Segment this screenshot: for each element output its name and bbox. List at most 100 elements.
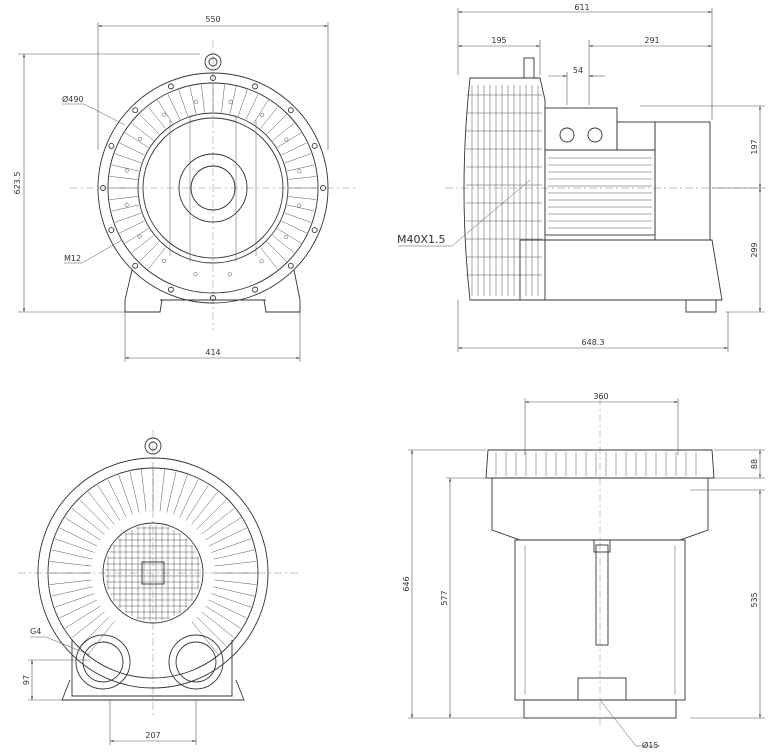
drawing-line: [59, 599, 98, 619]
drawing-line: [87, 491, 115, 525]
drawing-line: [288, 176, 317, 180]
bolt-hole: [284, 137, 289, 142]
drawing-line: [64, 517, 101, 541]
side-view: 611 195 291 54 197 299 648.3 M40X1.5: [397, 3, 765, 352]
bolt-hole: [132, 107, 139, 114]
drawing-line: [87, 621, 115, 655]
dim-width-top: 550: [205, 15, 220, 24]
drawing-line: [79, 499, 110, 530]
bolt-hole: [297, 169, 302, 174]
bolt-hole: [260, 112, 265, 118]
drawing-line: [208, 527, 247, 547]
drawing-line: [196, 616, 227, 647]
drawing-line: [54, 538, 95, 553]
drawing-line: [211, 593, 252, 608]
section-view: 360 88 535 646 577 Ø15: [402, 392, 765, 750]
drawing-line: [211, 538, 252, 553]
bolt-hole: [259, 259, 264, 264]
bolt-hole: [193, 272, 198, 277]
fan-grille: [105, 525, 201, 621]
drawing-line: [201, 507, 235, 535]
drawing-line: [214, 561, 257, 567]
bolt-hole: [228, 99, 233, 104]
bolt-hole: [252, 286, 259, 293]
bolt-hole: [297, 203, 302, 208]
drawing-line: [179, 479, 199, 518]
drawing-line: [59, 527, 98, 547]
drawing-line: [277, 228, 302, 244]
bolt-hole: [161, 258, 166, 264]
drawing-line: [159, 469, 165, 512]
drawing-line: [281, 142, 307, 156]
drawing-line: [266, 241, 287, 262]
drawing-line: [141, 469, 147, 512]
drawing-line: [196, 499, 227, 530]
cooling-fins: [109, 84, 317, 270]
dim-rear-bottom: 207: [145, 731, 160, 740]
drawing-line: [166, 471, 177, 513]
drawing-line: [109, 196, 138, 200]
drawing-line: [281, 220, 307, 234]
dim-section-top: 360: [593, 392, 608, 401]
label-thread: M12: [64, 254, 81, 263]
drawing-line: [51, 586, 93, 597]
dim-base-width: 414: [205, 348, 220, 357]
drawing-line: [157, 99, 173, 124]
bolt-hole: [137, 136, 143, 141]
drawing-line: [191, 621, 219, 655]
drawing-line: [229, 86, 237, 114]
drawing-line: [213, 549, 255, 560]
drawing-line: [237, 89, 248, 117]
drawing-line: [221, 84, 225, 113]
bolt-hole: [124, 168, 129, 173]
drawing-line: [64, 605, 101, 629]
drawing-line: [287, 164, 315, 172]
dim-small-top: 54: [573, 66, 583, 75]
drawing-line: [260, 106, 279, 129]
bolt-hole: [108, 142, 115, 149]
drawing-line: [260, 247, 279, 270]
drawing-line: [284, 153, 312, 164]
drawing-line: [109, 176, 138, 180]
motor-fins: [548, 157, 652, 229]
bolt-hole: [283, 235, 289, 240]
label-diameter: Ø490: [62, 94, 84, 104]
drawing-line: [114, 153, 142, 164]
bolt-hole: [194, 99, 199, 104]
drawing-line: [272, 235, 295, 254]
drawing-line: [253, 99, 269, 124]
drawing-line: [118, 474, 133, 515]
dim-right-top: 291: [644, 36, 659, 45]
drawing-line: [124, 132, 149, 148]
bolt-hole: [311, 227, 318, 234]
drawing-line: [208, 599, 247, 619]
drawing-line: [71, 507, 105, 535]
dim-bottom-diameter: Ø15: [642, 740, 658, 750]
drawing-line: [178, 89, 189, 117]
drawing-line: [111, 204, 139, 212]
dim-section-right-lower: 535: [750, 592, 759, 607]
bolt-hole: [320, 185, 326, 191]
drawing-line: [284, 212, 312, 223]
dim-section-left-inner: 577: [440, 590, 449, 605]
drawing-line: [131, 235, 154, 254]
dim-height-left: 623.5: [13, 172, 22, 195]
dim-section-right-top: 88: [750, 459, 759, 469]
dim-rear-left: 97: [22, 675, 31, 685]
bolt-hole: [137, 234, 142, 239]
dim-total-top: 611: [574, 3, 589, 12]
bolt-hole: [108, 227, 115, 234]
drawing-line: [213, 586, 255, 597]
housing-ribs: [466, 85, 542, 296]
drawing-line: [119, 142, 145, 156]
drawing-line: [288, 196, 317, 200]
rear-view: 97 207 G4: [18, 430, 300, 745]
drawing-line: [139, 241, 160, 262]
drawing-line: [173, 474, 188, 515]
drawing-line: [71, 611, 105, 639]
drawing-line: [97, 484, 121, 521]
dim-section-left-outer: 646: [402, 576, 411, 591]
cooling-fins: [49, 469, 257, 655]
drawing-line: [54, 593, 95, 608]
